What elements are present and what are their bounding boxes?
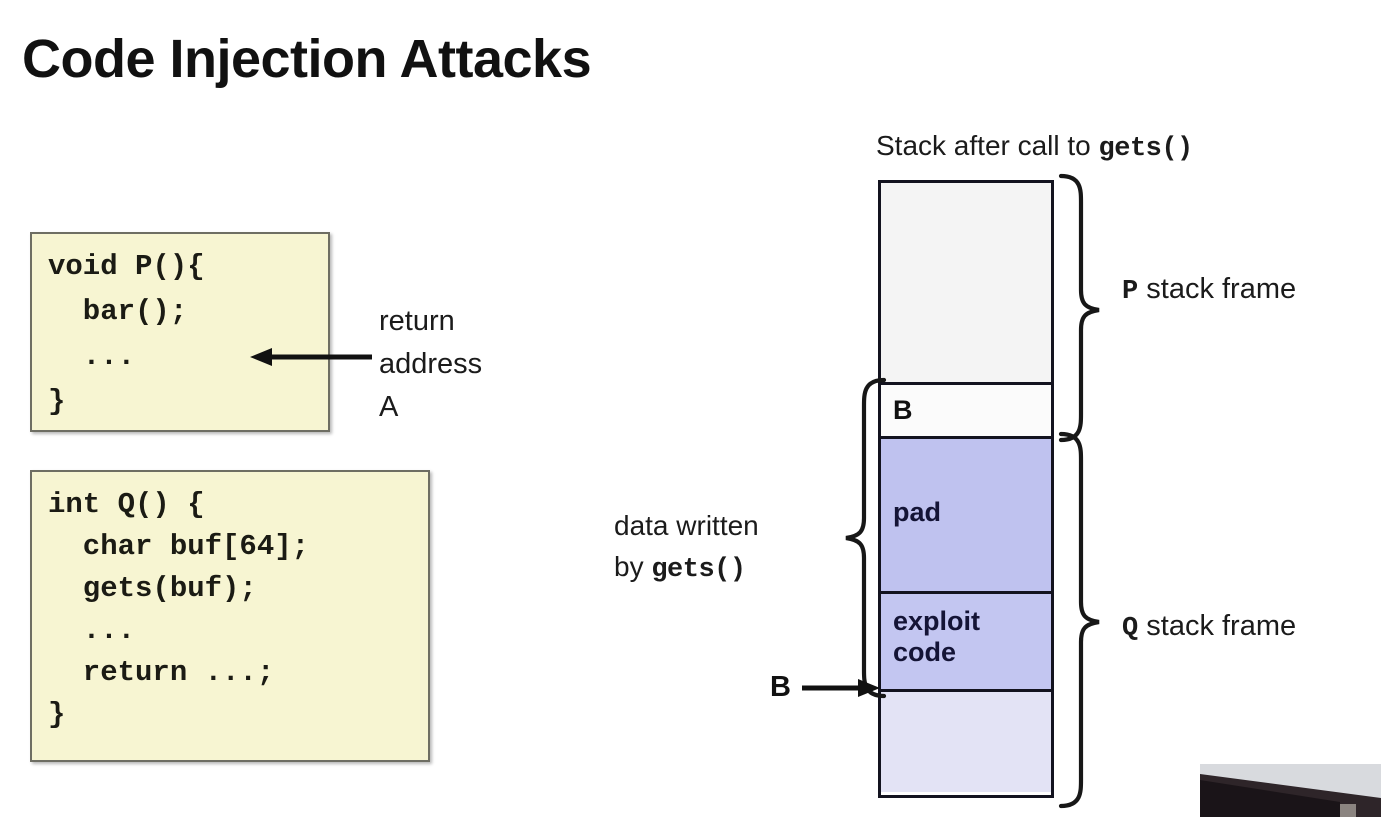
data-written-line-1: data written [614, 510, 759, 541]
stack-diagram: B pad exploit code [878, 180, 1054, 798]
code-line: gets(buf); [48, 572, 257, 605]
return-address-line-2: address [379, 347, 483, 380]
p-stack-frame-text: stack frame [1138, 273, 1297, 305]
data-written-label: data written by gets() [614, 505, 759, 591]
return-address-arrow-icon [250, 348, 372, 366]
data-written-brace-icon [845, 377, 887, 699]
code-line: ... [48, 340, 136, 373]
code-line: bar(); [48, 295, 188, 328]
code-line: int Q() { [48, 488, 205, 521]
stack-caption-prefix: Stack after call to [876, 130, 1099, 161]
return-address-line-3: A [379, 390, 399, 423]
stack-segment-exploit-code: exploit code [881, 591, 1051, 689]
b-pointer-label: B [770, 671, 791, 703]
page-title: Code Injection Attacks [22, 29, 592, 89]
code-line: ... [48, 614, 136, 647]
stack-segment-saved-return-b: B [881, 382, 1051, 436]
stack-caption: Stack after call to gets() [876, 130, 1193, 164]
code-line: } [48, 385, 66, 418]
video-overlay-artifact [1190, 762, 1381, 817]
p-stack-frame-brace-icon [1058, 173, 1100, 443]
stack-segment-q-frame-empty [881, 689, 1051, 792]
b-pointer-arrow-icon [802, 679, 880, 697]
stack-segment-label: exploit code [893, 606, 981, 667]
stack-segment-label: pad [893, 497, 942, 527]
stack-segment-label: B [893, 395, 913, 425]
function-p-code-box: void P(){ bar(); ... } [30, 232, 330, 432]
code-line: void P(){ [48, 250, 205, 283]
return-address-line-1: return [379, 305, 455, 337]
data-written-line-2: by gets() [614, 546, 759, 591]
q-stack-frame-label: Q stack frame [1122, 610, 1296, 644]
stack-segment-p-frame-empty [881, 183, 1051, 382]
data-written-gets: gets() [651, 555, 746, 586]
code-line: return ...; [48, 656, 275, 689]
return-address-label: return address A [379, 300, 482, 429]
code-line: char buf[64]; [48, 530, 310, 563]
q-stack-frame-brace-icon [1058, 431, 1100, 809]
q-stack-frame-mono: Q [1122, 614, 1139, 644]
function-q-code-box: int Q() { char buf[64]; gets(buf); ... r… [30, 470, 430, 762]
code-line: } [48, 698, 66, 731]
p-stack-frame-mono: P [1122, 277, 1139, 307]
q-stack-frame-text: stack frame [1138, 610, 1297, 642]
stack-segment-pad: pad [881, 436, 1051, 591]
p-stack-frame-label: P stack frame [1122, 273, 1296, 307]
stack-caption-gets: gets() [1098, 134, 1194, 164]
data-written-prefix: by [614, 551, 652, 583]
